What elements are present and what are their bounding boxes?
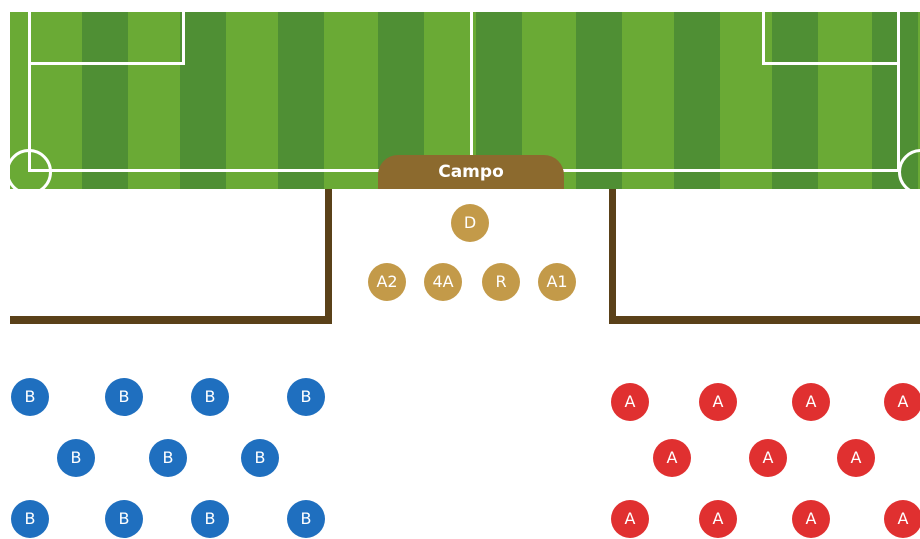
team-b-player-chip[interactable]: B — [57, 439, 95, 477]
team-a-player-chip[interactable]: A — [792, 383, 830, 421]
team-b-player-chip[interactable]: B — [105, 378, 143, 416]
halfway-line — [470, 12, 473, 172]
grass-stripe — [674, 12, 720, 189]
team-b-player-chip[interactable]: B — [191, 500, 229, 538]
team-a-player-chip[interactable]: A — [611, 383, 649, 421]
bench-divider-right-horizontal — [609, 316, 920, 324]
team-b-player-chip[interactable]: B — [149, 439, 187, 477]
grass-stripe — [278, 12, 324, 189]
grass-stripe — [82, 12, 128, 189]
team-b-player-chip[interactable]: B — [241, 439, 279, 477]
official-chip-4a[interactable]: 4A — [424, 263, 462, 301]
team-a-player-chip[interactable]: A — [749, 439, 787, 477]
bench-divider-right-vertical — [609, 189, 616, 324]
team-a-player-chip[interactable]: A — [884, 500, 920, 538]
official-chip-a1[interactable]: A1 — [538, 263, 576, 301]
team-b-player-chip[interactable]: B — [11, 500, 49, 538]
left-box-line — [28, 62, 185, 65]
team-a-player-chip[interactable]: A — [884, 383, 920, 421]
corner-arc — [10, 149, 52, 189]
team-b-player-chip[interactable]: B — [191, 378, 229, 416]
team-b-player-chip[interactable]: B — [11, 378, 49, 416]
team-a-player-chip[interactable]: A — [792, 500, 830, 538]
team-a-player-chip[interactable]: A — [699, 383, 737, 421]
team-a-player-chip[interactable]: A — [837, 439, 875, 477]
official-chip-r[interactable]: R — [482, 263, 520, 301]
team-b-player-chip[interactable]: B — [105, 500, 143, 538]
grass-stripe — [180, 12, 226, 189]
left-touchline — [28, 12, 31, 172]
team-a-player-chip[interactable]: A — [611, 500, 649, 538]
right-box-line — [762, 12, 765, 65]
official-chip-d[interactable]: D — [451, 204, 489, 242]
team-b-player-chip[interactable]: B — [287, 500, 325, 538]
bench-divider-left-horizontal — [10, 316, 332, 324]
bench-divider-left-vertical — [325, 189, 332, 324]
right-touchline — [897, 12, 900, 172]
field-label: Campo — [378, 155, 564, 189]
left-box-line — [182, 12, 185, 65]
right-box-line — [762, 62, 900, 65]
team-a-player-chip[interactable]: A — [699, 500, 737, 538]
official-chip-a2[interactable]: A2 — [368, 263, 406, 301]
team-a-player-chip[interactable]: A — [653, 439, 691, 477]
grass-stripe — [772, 12, 818, 189]
grass-stripe — [576, 12, 622, 189]
team-b-player-chip[interactable]: B — [287, 378, 325, 416]
